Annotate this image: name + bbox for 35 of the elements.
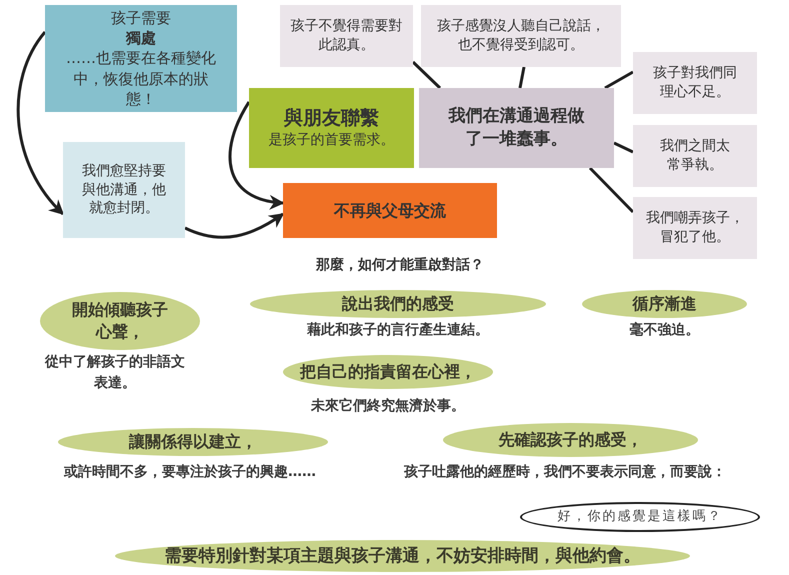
connector-line: [518, 66, 526, 88]
tip-banner: 需要特別針對某項主題與孩子溝通，不妨安排時間，與他約會。: [115, 540, 690, 572]
tip-text: 毫不強迫。: [628, 320, 700, 340]
connector-line: [412, 60, 442, 90]
note-box: 孩子不覺得需要對此認真。: [280, 5, 413, 67]
note-box: 孩子感覺沒人聽自己說話，也不覺得受到認可。: [421, 5, 621, 67]
question-text: 那麼，如何才能重啟對話？: [314, 256, 485, 274]
arrow: [16, 31, 64, 216]
box-heading: 與朋友聯繫: [284, 106, 379, 131]
tip-text: 從中了解孩子的非語文表達。: [44, 353, 186, 393]
tip-text: 或許時間不多，要專注於孩子的興趣……: [62, 462, 317, 482]
tip-banner: 讓關係得以建立，: [58, 428, 328, 456]
connector-line: [613, 142, 634, 154]
note-box: 孩子對我們同理心不足。: [633, 52, 757, 114]
arrow: [228, 101, 284, 209]
box-text: 是孩子的首要需求。: [268, 131, 394, 150]
note-box: [249, 88, 414, 168]
connector-line: [604, 70, 634, 90]
note-box: 不再與父母交流: [283, 183, 497, 238]
tip-banner: 說出我們的感受: [250, 290, 546, 318]
note-box: 我們愈堅持要與他溝通，他就愈封閉。: [63, 142, 185, 238]
tip-banner: 先確認孩子的感受，: [443, 423, 698, 457]
tip-banner: 循序漸進: [582, 290, 747, 318]
arrow: [184, 212, 284, 239]
note-box: 孩子需要獨處……也需要在各種變化中，恢復他原本的狀態！: [45, 5, 237, 112]
tip-banner: 開始傾聽孩子心聲，: [40, 292, 200, 350]
tip-text: 未來它們終究無濟於事。: [310, 396, 466, 416]
tip-text: 孩子吐露他的經歷時，我們不要表示同意，而要說：: [403, 463, 727, 482]
note-box: 我們嘲弄孩子，冒犯了他。: [633, 197, 757, 259]
connector-line: [588, 166, 634, 214]
tip-banner: 把自己的指責留在心裡，: [283, 355, 493, 389]
note-box: 我們在溝通過程做了一堆蠢事。: [419, 88, 614, 168]
tip-text: 藉此和孩子的言行產生連結。: [306, 320, 490, 340]
speech-bubble: 好，你的感覺是這樣嗎？: [520, 502, 760, 532]
note-box: 我們之間太常爭執。: [633, 125, 757, 187]
